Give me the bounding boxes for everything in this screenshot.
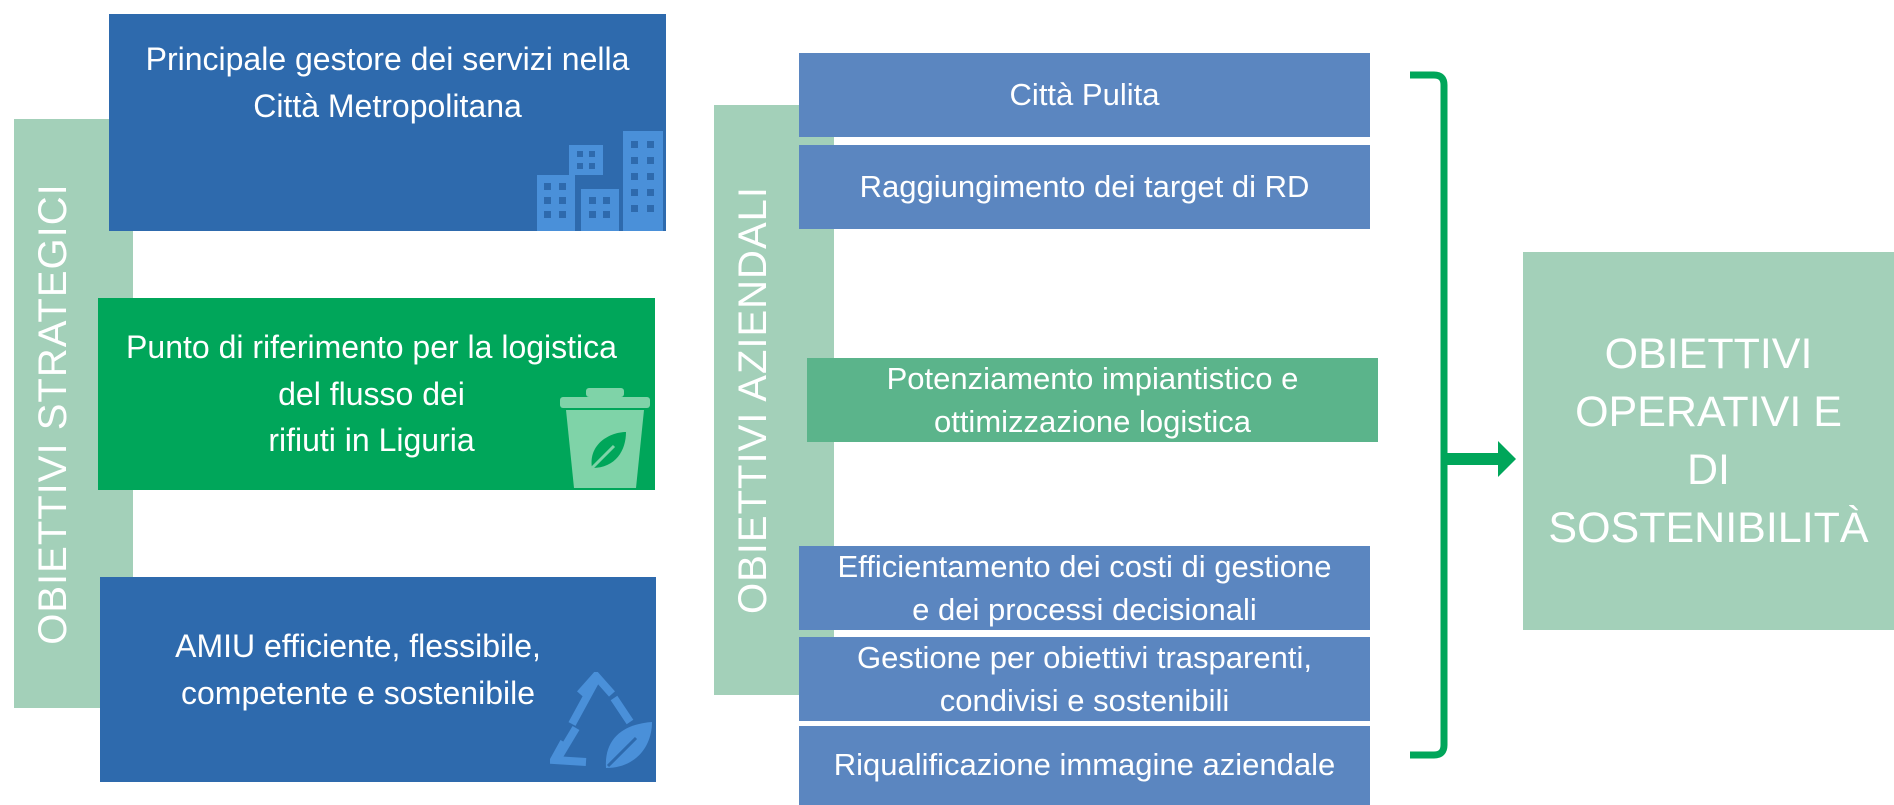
corporate-item-3: Potenziamento impiantistico e ottimizzaz… — [807, 358, 1378, 442]
recycle-leaf-icon — [550, 672, 652, 768]
corporate-item-1-text: Città Pulita — [1009, 76, 1160, 112]
corporate-item-5: Gestione per obiettivi trasparenti, cond… — [799, 637, 1370, 721]
strategic-label: OBIETTIVI STRATEGICI — [31, 183, 75, 645]
corporate-label: OBIETTIVI AZIENDALI — [731, 186, 775, 614]
corporate-item-6-text: Riqualificazione immagine aziendale — [833, 747, 1336, 783]
corporate-item-1: Città Pulita — [799, 53, 1370, 137]
corporate-item-4-text: Efficientamento dei costi di gestione e … — [837, 548, 1332, 627]
strategic-item-2: Punto di riferimento per la logistica de… — [98, 298, 655, 490]
corporate-item-4: Efficientamento dei costi di gestione e … — [799, 546, 1370, 630]
corporate-item-2: Raggiungimento dei target di RD — [799, 145, 1370, 229]
result-box: OBIETTIVI OPERATIVI E DI SOSTENIBILITÀ — [1523, 252, 1894, 630]
bracket-arrow — [1410, 71, 1516, 759]
strategic-item-1-text: Principale gestore dei servizi nella Cit… — [145, 41, 630, 124]
strategic-item-3-text: AMIU efficiente, flessibile, competente … — [175, 628, 541, 711]
eco-bin-icon — [560, 388, 650, 488]
city-buildings-icon — [537, 131, 663, 231]
strategic-item-2-text: Punto di riferimento per la logistica de… — [126, 329, 617, 459]
corporate-item-5-text: Gestione per obiettivi trasparenti, cond… — [857, 639, 1312, 718]
strategic-item-1: Principale gestore dei servizi nella Cit… — [109, 14, 666, 231]
corporate-item-2-text: Raggiungimento dei target di RD — [859, 168, 1310, 204]
strategic-item-3: AMIU efficiente, flessibile, competente … — [100, 577, 656, 782]
bracket — [1410, 71, 1448, 759]
corporate-item-6: Riqualificazione immagine aziendale — [799, 726, 1370, 805]
result-text: OBIETTIVI OPERATIVI E DI SOSTENIBILITÀ — [1548, 329, 1869, 553]
corporate-item-3-text: Potenziamento impiantistico e ottimizzaz… — [886, 360, 1299, 439]
